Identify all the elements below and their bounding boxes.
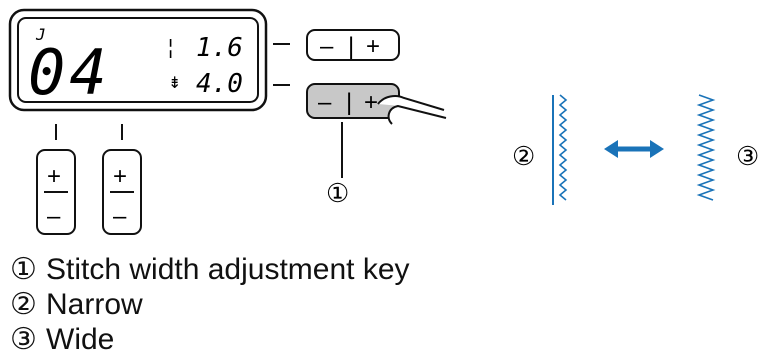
vertical-key-2-plus[interactable]: +	[113, 163, 127, 190]
top-key-plus[interactable]: +	[366, 33, 380, 60]
callout-1-label: ①	[326, 178, 349, 208]
width-icon: ¦	[168, 37, 173, 59]
lcd-stitch-number: 04	[28, 36, 111, 109]
width-key-plus[interactable]: +	[364, 89, 378, 116]
lcd-mark: J	[35, 25, 46, 44]
legend-item: ③ Wide	[10, 322, 410, 357]
narrow-zigzag-stitch	[558, 94, 568, 201]
arrow-left-head	[604, 140, 618, 158]
length-icon: ⇟	[168, 75, 181, 92]
lcd-width-value: 1.6	[196, 33, 243, 63]
vertical-key-1-plus[interactable]: +	[47, 163, 61, 190]
callout-2-label: ②	[512, 141, 535, 171]
legend-item: ② Narrow	[10, 287, 410, 322]
top-key-separator: |	[348, 33, 354, 60]
stitch-width-adjustment-key[interactable]: – | +	[306, 83, 400, 119]
finger-icon	[377, 95, 447, 125]
legend: ① Stitch width adjustment key ② Narrow ③ Wi…	[10, 252, 410, 357]
width-key-minus[interactable]: –	[318, 89, 332, 116]
lcd-length-value: 4.0	[196, 69, 243, 99]
legend-item: ① Stitch width adjustment key	[10, 252, 410, 287]
callout-3-label: ③	[736, 141, 759, 171]
top-adjust-key[interactable]: – | +	[306, 29, 400, 61]
legend-text: Stitch width adjustment key	[46, 253, 410, 286]
legend-number: ③	[10, 323, 37, 356]
vertical-key-1-minus[interactable]: –	[47, 203, 61, 230]
legend-text: Narrow	[46, 288, 143, 321]
width-key-separator: |	[346, 89, 352, 116]
legend-number: ①	[10, 253, 37, 286]
vertical-adjust-key-1[interactable]: + –	[36, 149, 76, 235]
wide-zigzag-stitch	[696, 94, 716, 201]
lcd-screen	[17, 17, 259, 103]
vertical-adjust-key-2[interactable]: + –	[102, 149, 142, 235]
vertical-key-2-minus[interactable]: –	[113, 203, 127, 230]
arrow-right-head	[650, 140, 664, 158]
top-key-minus[interactable]: –	[320, 33, 334, 60]
legend-number: ②	[10, 288, 37, 321]
legend-text: Wide	[46, 323, 115, 356]
